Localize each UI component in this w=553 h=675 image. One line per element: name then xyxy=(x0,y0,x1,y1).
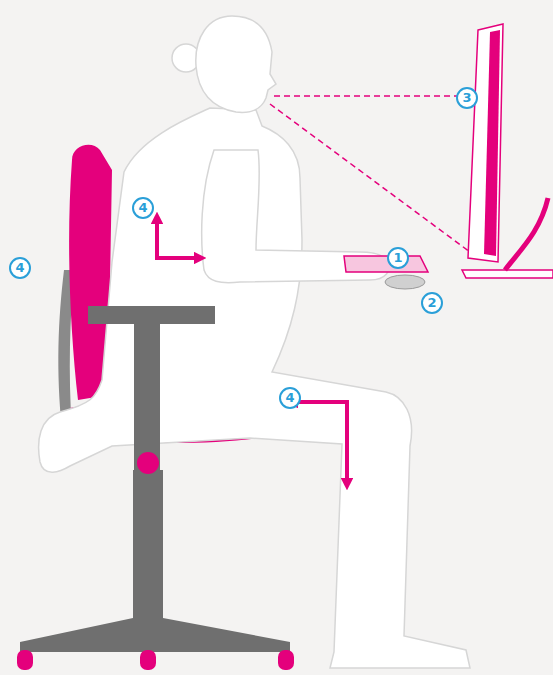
callout-number: 3 xyxy=(456,87,478,109)
person-silhouette xyxy=(39,16,470,668)
chair-armrest xyxy=(88,306,215,474)
mouse xyxy=(385,275,425,289)
chair-base xyxy=(17,470,294,670)
callout-number: 4 xyxy=(9,257,31,279)
callout-number: 2 xyxy=(421,292,443,314)
callout-number: 4 xyxy=(279,387,301,409)
keyboard xyxy=(344,256,428,272)
monitor xyxy=(462,24,553,278)
posture-arrow xyxy=(155,218,347,484)
callout-number: 1 xyxy=(387,247,409,269)
sight-line xyxy=(270,96,474,252)
callout-number: 4 xyxy=(132,197,154,219)
